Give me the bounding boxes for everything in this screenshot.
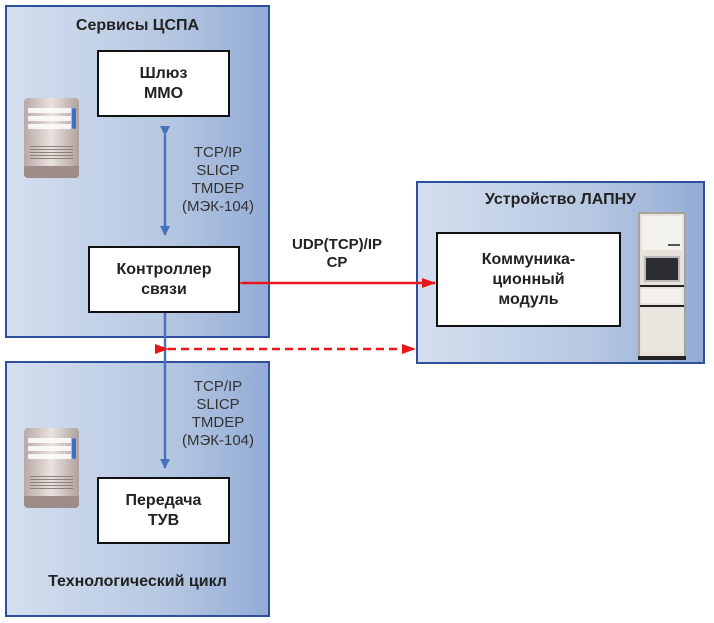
box-gateway-mmo: Шлюз ММО (97, 50, 230, 117)
rack-cabinet-icon (638, 212, 686, 360)
panel-lapnu-title: Устройство ЛАПНУ (484, 191, 637, 208)
server-icon-tech (24, 428, 79, 508)
server-icon-services (24, 98, 79, 178)
box-controller: Контроллер связи (88, 246, 240, 313)
box-comm-module: Коммуника- ционный модуль (436, 232, 621, 327)
upper-protocol-label: TCP/IP SLICP TMDEP (МЭК-104) (181, 144, 255, 215)
lower-protocol-label: TCP/IP SLICP TMDEP (МЭК-104) (181, 378, 255, 449)
box-tuv: Передача ТУВ (97, 477, 230, 544)
panel-services-title: Сервисы ЦСПА (75, 17, 200, 34)
panel-tech-title: Технологический цикл (48, 573, 227, 590)
udp-protocol-label: UDP(TCP)/IP CP (292, 236, 382, 271)
